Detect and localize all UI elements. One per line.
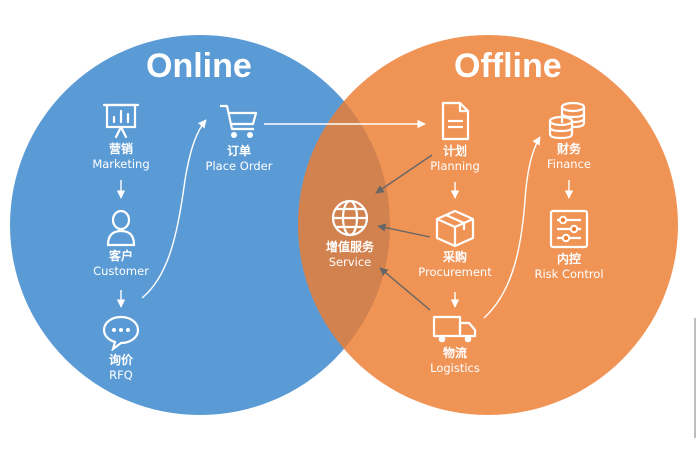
- procurement-label-en: Procurement: [418, 265, 492, 279]
- node-marketing: 营销 Marketing: [61, 100, 181, 172]
- arrow-logistics-service: [379, 267, 431, 311]
- node-logistics: 物流 Logistics: [395, 314, 515, 376]
- marketing-label-en: Marketing: [92, 157, 150, 171]
- risk-label-zh: 内控: [556, 252, 581, 266]
- arrow-logistics-finance: [483, 136, 541, 319]
- node-place-order: 订单 Place Order: [179, 102, 299, 174]
- node-procurement: 采购 Procurement: [395, 208, 515, 280]
- globe-icon: [331, 199, 369, 237]
- offline-circle: [298, 35, 678, 415]
- customer-label-en: Customer: [93, 264, 149, 278]
- planning-label-zh: 计划: [442, 144, 467, 158]
- sliders-icon: [549, 209, 589, 249]
- risk-label-en: Risk Control: [534, 267, 604, 281]
- order-label-zh: 订单: [226, 144, 251, 158]
- node-customer: 客户 Customer: [61, 207, 181, 279]
- finance-label-zh: 财务: [556, 142, 581, 156]
- marketing-label-zh: 营销: [108, 142, 133, 156]
- logistics-label-en: Logistics: [430, 361, 480, 375]
- document-icon: [441, 101, 470, 141]
- service-label-zh: 增值服务: [325, 240, 374, 254]
- planning-label-en: Planning: [430, 159, 480, 173]
- chat-bubble-icon: [102, 315, 140, 351]
- customer-label-zh: 客户: [108, 249, 133, 263]
- arrow-rfq-order: [141, 119, 207, 299]
- rfq-label-zh: 询价: [108, 353, 133, 367]
- online-title: Online: [146, 47, 252, 85]
- rfq-label-en: RFQ: [109, 368, 133, 382]
- shopping-cart-icon: [220, 104, 258, 138]
- order-label-en: Place Order: [205, 159, 273, 173]
- arrow-procurement-service: [377, 223, 431, 238]
- node-risk-control: 内控 Risk Control: [509, 208, 629, 282]
- logistics-label-zh: 物流: [442, 346, 467, 360]
- edge-divider: [694, 318, 696, 438]
- person-icon: [106, 209, 136, 247]
- node-rfq: 询价 RFQ: [61, 313, 181, 383]
- procurement-label-zh: 采购: [442, 250, 467, 264]
- node-planning: 计划 Planning: [395, 100, 515, 174]
- finance-label-en: Finance: [547, 157, 591, 171]
- offline-title: Offline: [454, 47, 562, 85]
- box-icon: [435, 209, 475, 248]
- coin-stack-icon: [548, 101, 586, 140]
- service-label-en: Service: [328, 255, 372, 269]
- presentation-board-icon: [102, 103, 140, 139]
- arrow-planning-service: [375, 154, 433, 194]
- node-finance: 财务 Finance: [509, 100, 629, 172]
- online-circle: [10, 35, 390, 415]
- node-service: 增值服务 Service: [290, 198, 410, 270]
- truck-icon: [432, 315, 477, 343]
